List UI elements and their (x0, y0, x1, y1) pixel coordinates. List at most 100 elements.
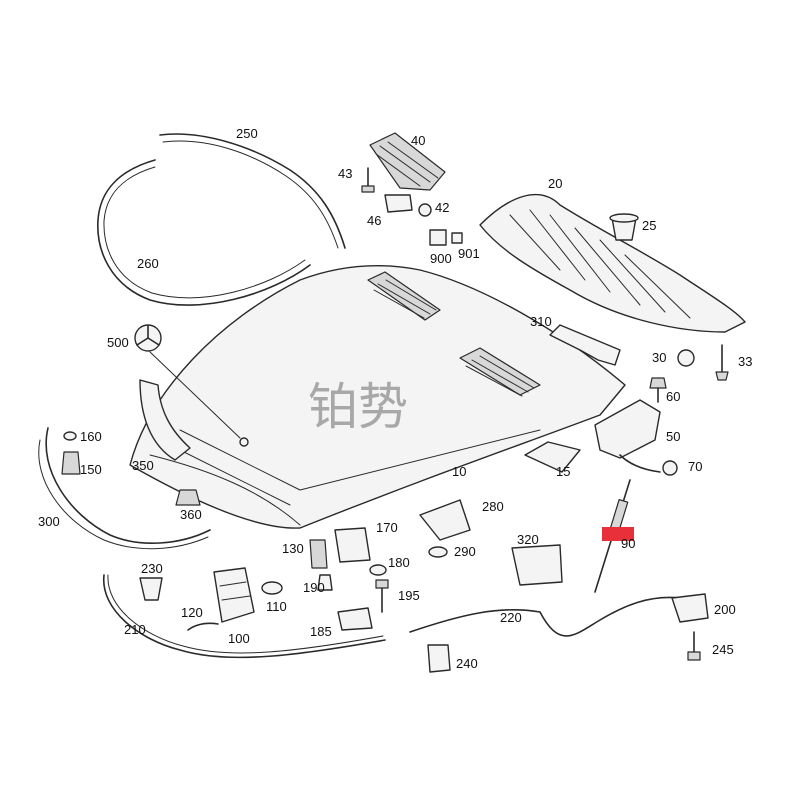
trim-strip-300 (45, 427, 211, 544)
label-40: 40 (411, 133, 425, 148)
label-320: 320 (517, 532, 539, 547)
label-240: 240 (456, 656, 478, 671)
label-46: 46 (367, 213, 381, 228)
seal-180 (369, 564, 387, 576)
label-30: 30 (652, 350, 666, 365)
front-panel-350 (139, 379, 191, 461)
vent-grille-40-slats (375, 141, 439, 187)
label-185: 185 (310, 624, 332, 639)
label-310: 310 (530, 314, 552, 329)
label-15: 15 (556, 464, 570, 479)
cowl-panel-20-ribs (509, 209, 691, 319)
bracket-280 (419, 499, 471, 541)
label-300: 300 (38, 514, 60, 529)
grommet-110 (261, 581, 283, 595)
plug-130 (309, 539, 328, 569)
latch-100 (213, 567, 255, 623)
label-280: 280 (482, 499, 504, 514)
label-25: 25 (642, 218, 656, 233)
seal-strip-250-inner (162, 140, 339, 249)
bracket-200 (671, 593, 709, 623)
bracket-900 (429, 229, 447, 246)
star-emblem-500-star (136, 325, 160, 346)
cap-190 (317, 574, 333, 591)
label-42: 42 (435, 200, 449, 215)
clip-230 (139, 577, 163, 601)
label-50: 50 (666, 429, 680, 444)
hood-10 (129, 265, 626, 529)
emblem-mount (239, 437, 249, 447)
label-130: 130 (282, 541, 304, 556)
hood-10-rib (149, 454, 301, 526)
label-260: 260 (137, 256, 159, 271)
label-290: 290 (454, 544, 476, 559)
label-195: 195 (398, 588, 420, 603)
clip-70 (662, 460, 678, 476)
latch-170 (334, 527, 371, 563)
hood-vent-rear (459, 347, 541, 396)
bolt-60 (649, 377, 667, 389)
cable-210 (103, 574, 386, 659)
highlight-90 (602, 527, 634, 541)
bolt-245-head (687, 651, 701, 661)
seal-strip-260 (97, 159, 311, 306)
label-350: 350 (132, 458, 154, 473)
cowl-panel-20 (479, 193, 746, 333)
label-220: 220 (500, 610, 522, 625)
hinge-50 (594, 399, 661, 459)
latch-cover-320 (511, 544, 563, 586)
label-360: 360 (180, 507, 202, 522)
label-20: 20 (548, 176, 562, 191)
strip-310 (549, 324, 621, 366)
rod-120 (187, 622, 219, 631)
label-190: 190 (303, 580, 325, 595)
hood-vent-rear-slats (465, 355, 535, 397)
trim-strip-300-inner (38, 439, 209, 550)
label-200: 200 (714, 602, 736, 617)
label-500: 500 (107, 335, 129, 350)
clip-25-top (609, 213, 639, 223)
emblem-leader (149, 351, 241, 439)
bracket-185 (337, 607, 373, 631)
hood-vent-front (367, 271, 441, 321)
label-230: 230 (141, 561, 163, 576)
bumper-stop-360 (175, 489, 201, 506)
hood-10-frame-2 (169, 444, 291, 506)
stopper-150 (61, 451, 81, 475)
label-170: 170 (376, 520, 398, 535)
label-150: 150 (80, 462, 102, 477)
label-100: 100 (228, 631, 250, 646)
label-60: 60 (666, 389, 680, 404)
label-250: 250 (236, 126, 258, 141)
label-43: 43 (338, 166, 352, 181)
label-10: 10 (452, 464, 466, 479)
latch-100-detail (219, 581, 251, 601)
screw-43-head (361, 185, 375, 193)
label-180: 180 (388, 555, 410, 570)
label-160: 160 (80, 429, 102, 444)
hinge-50-arm (619, 454, 661, 473)
label-70: 70 (688, 459, 702, 474)
bracket-15 (524, 441, 581, 473)
clip-46 (384, 194, 413, 213)
hood-vent-front-slats (373, 279, 437, 319)
label-90: 90 (621, 536, 635, 551)
seal-strip-250 (159, 133, 346, 249)
label-900: 900 (430, 251, 452, 266)
hood-10-frame (179, 429, 541, 491)
label-33: 33 (738, 354, 752, 369)
vent-grille-40 (369, 132, 446, 191)
cap-160 (63, 431, 77, 441)
label-245: 245 (712, 642, 734, 657)
grommet-290 (428, 546, 448, 558)
label-901: 901 (458, 246, 480, 261)
seal-strip-260-inner (103, 166, 306, 299)
watermark-text: 铂势 (308, 378, 408, 436)
plug-901 (451, 232, 463, 244)
label-210: 210 (124, 622, 146, 637)
bolt-195-head (375, 579, 389, 589)
label-110: 110 (266, 599, 287, 614)
cable-220 (409, 596, 681, 637)
